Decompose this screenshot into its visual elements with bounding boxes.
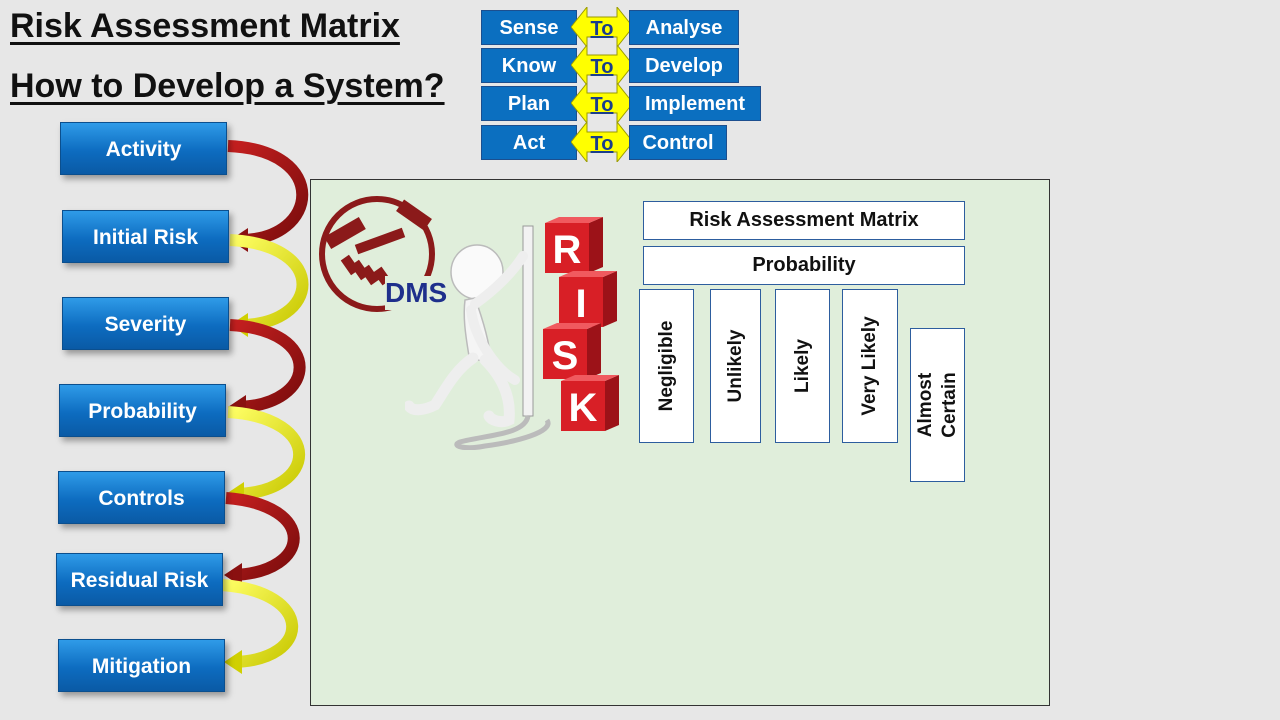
flow-from-box: Sense: [481, 10, 577, 45]
flow-from-box: Plan: [481, 86, 577, 121]
flow-to-box: Develop: [629, 48, 739, 83]
double-arrow-icon: [571, 7, 633, 47]
risk-cube-k: K: [561, 375, 619, 431]
double-arrow-icon: [571, 83, 633, 123]
probability-column-likely: Likely: [775, 289, 830, 443]
arrowhead: [224, 650, 242, 674]
risk-cube-letter: I: [575, 282, 586, 326]
curved-arrow-yellow: [229, 234, 309, 331]
curved-arrow-yellow: [221, 579, 299, 668]
risk-cube-i: I: [559, 271, 617, 327]
risk-cube-letter: R: [553, 228, 582, 272]
dms-logo-text: DMS: [385, 277, 447, 308]
column-label: Unlikely: [724, 329, 746, 403]
figure-illustration: [405, 225, 551, 450]
double-arrow-icon: [571, 122, 633, 162]
step-controls: Controls: [58, 471, 225, 524]
curved-arrow-red: [225, 492, 300, 581]
probability-column-almost-certain: Almost Certain: [910, 328, 965, 482]
step-probability: Probability: [59, 384, 226, 437]
risk-cube-letter: K: [569, 386, 598, 430]
probability-header: Probability: [643, 246, 965, 285]
probability-column-unlikely: Unlikely: [710, 289, 761, 443]
column-label: Likely: [791, 339, 813, 393]
curved-arrow-yellow: [227, 406, 306, 500]
flow-to-label: To: [590, 56, 614, 78]
step-activity: Activity: [60, 122, 227, 175]
flow-from-box: Know: [481, 48, 577, 83]
dms-logo: DMS: [319, 196, 457, 312]
page-subtitle: How to Develop a System?: [10, 67, 445, 105]
flow-to-box: Implement: [629, 86, 761, 121]
probability-column-negligible: Negligible: [639, 289, 694, 443]
curved-arrow-red: [229, 319, 306, 413]
step-connectors: [221, 140, 309, 674]
flow-to-box: Control: [629, 125, 727, 160]
column-label: Very Likely: [859, 316, 880, 416]
flow-to-label: To: [590, 94, 614, 116]
column-label: Negligible: [655, 320, 677, 412]
risk-cube-s: S: [543, 323, 601, 379]
flow-to-label: To: [590, 18, 614, 40]
risk-cube-r: R: [545, 217, 603, 273]
matrix-title: Risk Assessment Matrix: [643, 201, 965, 240]
column-label: Almost Certain: [914, 372, 960, 438]
probability-column-very-likely: Very Likely: [842, 289, 898, 443]
risk-cube-letter: S: [552, 334, 579, 378]
step-residual-risk: Residual Risk: [56, 553, 223, 606]
step-mitigation: Mitigation: [58, 639, 225, 692]
flow-to-box: Analyse: [629, 10, 739, 45]
step-severity: Severity: [62, 297, 229, 350]
curved-arrow-red: [227, 140, 309, 246]
step-initial-risk: Initial Risk: [62, 210, 229, 263]
page-title: Risk Assessment Matrix: [10, 7, 400, 45]
double-arrow-icon: [571, 45, 633, 85]
flow-to-label: To: [590, 133, 614, 155]
flow-from-box: Act: [481, 125, 577, 160]
